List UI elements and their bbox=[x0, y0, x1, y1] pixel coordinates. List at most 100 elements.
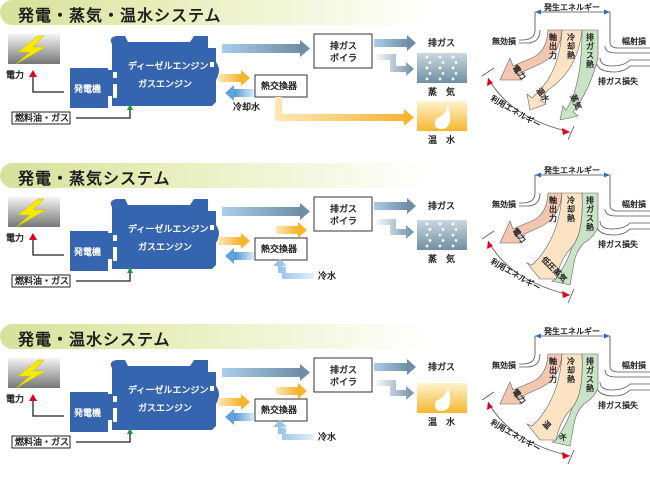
steam-flow-arrow bbox=[374, 54, 414, 76]
energy-balance-diagram: 発生エネルギー無効損幅射損排ガス損失軸出力冷却熱排ガス熱電力低圧蒸気利用エネルギ… bbox=[481, 165, 650, 304]
energy-balance-diagram: 発生エネルギー無効損幅射損排ガス損失軸出力冷却熱排ガス熱電力温水利用エネルギー bbox=[481, 326, 650, 465]
engine-body bbox=[110, 36, 219, 106]
coupling-gap bbox=[113, 396, 117, 402]
hot-water-icon bbox=[417, 383, 467, 413]
shaft-coupling bbox=[107, 233, 113, 259]
exhaust-loss-curve bbox=[595, 385, 650, 397]
power-line bbox=[32, 76, 64, 93]
system-section-steam: 発電・蒸気システム bbox=[0, 163, 650, 318]
steam-dot bbox=[428, 239, 432, 242]
boiler-label-2: ボイラ bbox=[330, 52, 357, 64]
generated-energy-label: 発生エネルギー bbox=[543, 2, 600, 12]
cold-water-flow bbox=[273, 420, 314, 440]
useful-energy-tick bbox=[481, 230, 495, 240]
lightning-bolt bbox=[15, 35, 47, 65]
exhaust-label: 排ガス bbox=[428, 37, 455, 49]
fuel-label: 燃料油・ガス bbox=[15, 436, 69, 448]
hot-water-icon bbox=[417, 101, 467, 131]
invalid-loss-curve bbox=[519, 29, 536, 41]
exhaust-loss-label: 排ガス損失 bbox=[598, 76, 639, 86]
exhaust-label: 排ガス bbox=[428, 361, 455, 373]
section-title: 発電・蒸気システム bbox=[18, 169, 171, 188]
generated-energy-label: 発生エネルギー bbox=[543, 326, 600, 336]
output-label-hotwater: 温 水 bbox=[428, 134, 456, 146]
exhaust-loss-curve bbox=[599, 57, 650, 67]
system-section-steam_hotwater: 発電・蒸気・温水システム bbox=[0, 0, 650, 155]
generator-label: 発電機 bbox=[73, 407, 101, 419]
lightning-bolt bbox=[15, 198, 47, 228]
steam-icon bbox=[417, 220, 467, 250]
cold-water-label: 冷水 bbox=[318, 270, 337, 282]
heat-exchanger-label: 熱交換器 bbox=[261, 404, 298, 416]
fuel-box bbox=[11, 111, 71, 125]
invalid-loss-curve bbox=[519, 192, 536, 204]
hot-flow bbox=[218, 398, 242, 406]
steam-dot bbox=[454, 72, 458, 75]
boiler-label-2: ボイラ bbox=[330, 215, 357, 227]
exhaust-label: 排ガス bbox=[428, 200, 455, 212]
bracket-right-arrow-icon bbox=[604, 333, 610, 339]
generator-body bbox=[70, 68, 108, 108]
engine-body bbox=[110, 360, 219, 430]
shaft-coupling bbox=[107, 70, 113, 96]
steam-dot bbox=[451, 77, 455, 81]
steam-dot bbox=[441, 72, 445, 75]
generator-body bbox=[70, 231, 108, 271]
bracket-left-arrow-icon bbox=[535, 172, 541, 178]
invalid-loss-label: 無効損 bbox=[492, 36, 516, 46]
exhaust-loss-curve bbox=[599, 220, 650, 230]
output-label-steam: 蒸 気 bbox=[428, 253, 455, 265]
exhaust-boiler-box bbox=[313, 33, 373, 69]
section-title-bar: 発電・温水システム bbox=[0, 324, 430, 349]
useful-energy-arc bbox=[487, 77, 571, 133]
invalid-loss-curve bbox=[519, 353, 541, 368]
steam-dot bbox=[441, 228, 445, 231]
exhaust-out-arrow-icon bbox=[407, 198, 416, 214]
cooling-heat-label: 冷却熱 bbox=[567, 356, 575, 384]
useful-arrow-right-icon bbox=[562, 452, 570, 459]
fuel-arrow-icon bbox=[127, 428, 133, 434]
radiation-loss-label: 幅射損 bbox=[622, 199, 646, 209]
engine-icon bbox=[70, 199, 219, 271]
exhaust-flow bbox=[222, 207, 300, 216]
steam-dot bbox=[425, 244, 429, 248]
steam-icon bbox=[417, 53, 467, 83]
engine-label-diesel: ディーゼルエンジン bbox=[128, 60, 208, 72]
exhaust-boiler-box bbox=[313, 357, 373, 393]
engine-icon bbox=[70, 36, 219, 108]
hot-arrow-icon bbox=[241, 394, 250, 410]
useful-energy-arc bbox=[487, 401, 571, 457]
fuel-label: 燃料油・ガス bbox=[15, 112, 69, 124]
boiler-label-1: 排ガス bbox=[330, 203, 357, 215]
steam-dot bbox=[438, 244, 442, 248]
cold-water-flow bbox=[273, 259, 314, 279]
exhaust-heat-flow bbox=[551, 353, 599, 447]
fuel-arrow-icon bbox=[127, 104, 133, 110]
steam-dot bbox=[428, 72, 432, 75]
radiation-loss-curve bbox=[609, 41, 650, 49]
hx-to-boiler-arrow-icon bbox=[298, 383, 307, 399]
exhaust-flow bbox=[222, 368, 300, 377]
exhaust-loss-label: 排ガス損失 bbox=[598, 400, 639, 410]
exhaust-arrow-icon bbox=[300, 364, 310, 381]
power-arrow-icon bbox=[29, 233, 37, 240]
section-title: 発電・蒸気・温水システム bbox=[18, 6, 222, 25]
cool-return-arrow-icon bbox=[225, 409, 234, 425]
steam-dot bbox=[451, 233, 455, 237]
steam-dot bbox=[438, 222, 442, 226]
cooling-heat-flow bbox=[526, 29, 583, 111]
shaft-output-label: 軸出力 bbox=[549, 32, 557, 60]
useful-arrow-right-icon bbox=[562, 128, 570, 135]
invalid-loss-curve bbox=[519, 192, 541, 207]
useful-energy-label: 利用エネルギー bbox=[488, 417, 542, 454]
output-label-steam: 蒸 気 bbox=[428, 86, 455, 98]
fuel-line bbox=[76, 108, 131, 119]
exhaust-heat-flow bbox=[551, 192, 599, 286]
invalid-loss-label: 無効損 bbox=[492, 199, 516, 209]
exhaust-heat-label: 排ガス熱 bbox=[586, 195, 594, 232]
exhaust-out-arrow-icon bbox=[407, 359, 416, 375]
output-label-hotwater: 温 水 bbox=[428, 416, 456, 428]
boiler-label-1: 排ガス bbox=[330, 40, 357, 52]
lightning-icon bbox=[8, 197, 60, 228]
shaft-coupling bbox=[107, 394, 113, 420]
